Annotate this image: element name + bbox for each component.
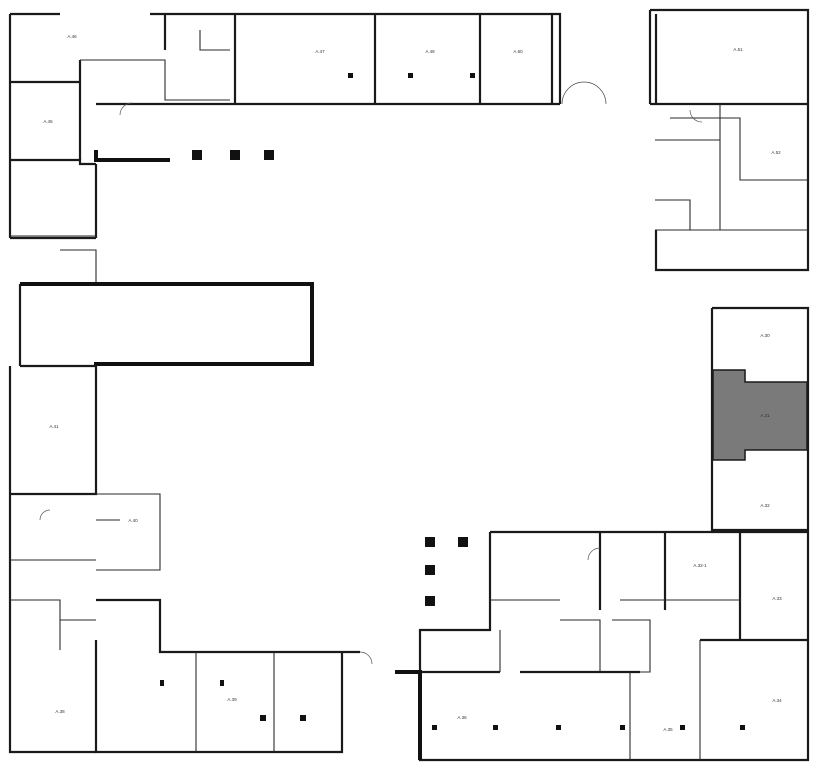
unit-label-A40[interactable]: A.40 — [128, 518, 138, 523]
unit-label-A31[interactable]: A.31 — [760, 413, 770, 418]
unit-label-A50[interactable]: A.50 — [513, 49, 523, 54]
unit-label-A30[interactable]: A.30 — [760, 333, 770, 338]
unit-label-A32-1[interactable]: A.32-1 — [693, 563, 707, 568]
doors — [39, 81, 703, 665]
unit-label-A36[interactable]: A.36 — [457, 715, 467, 720]
unit-label-A39[interactable]: A.39 — [227, 697, 237, 702]
unit-labels: A.46 A.47 A.48 A.50 A.45 A.51 A.52 A.41 … — [43, 34, 782, 732]
unit-label-A47[interactable]: A.47 — [315, 49, 325, 54]
unit-label-A35[interactable]: A.35 — [663, 727, 673, 732]
unit-label-A41[interactable]: A.41 — [49, 424, 59, 429]
unit-highlight-A31[interactable] — [712, 369, 808, 461]
unit-label-A51[interactable]: A.51 — [733, 47, 743, 52]
unit-label-A48[interactable]: A.48 — [425, 49, 435, 54]
unit-label-A32[interactable]: A.32 — [760, 503, 770, 508]
unit-label-A46[interactable]: A.46 — [67, 34, 77, 39]
unit-label-A52[interactable]: A.52 — [771, 150, 781, 155]
unit-label-A33[interactable]: A.33 — [772, 596, 782, 601]
unit-label-A45[interactable]: A.45 — [43, 119, 53, 124]
columns — [160, 73, 745, 730]
building-walls — [8, 8, 810, 762]
unit-label-A38[interactable]: A.38 — [55, 709, 65, 714]
unit-label-A34[interactable]: A.34 — [772, 698, 782, 703]
